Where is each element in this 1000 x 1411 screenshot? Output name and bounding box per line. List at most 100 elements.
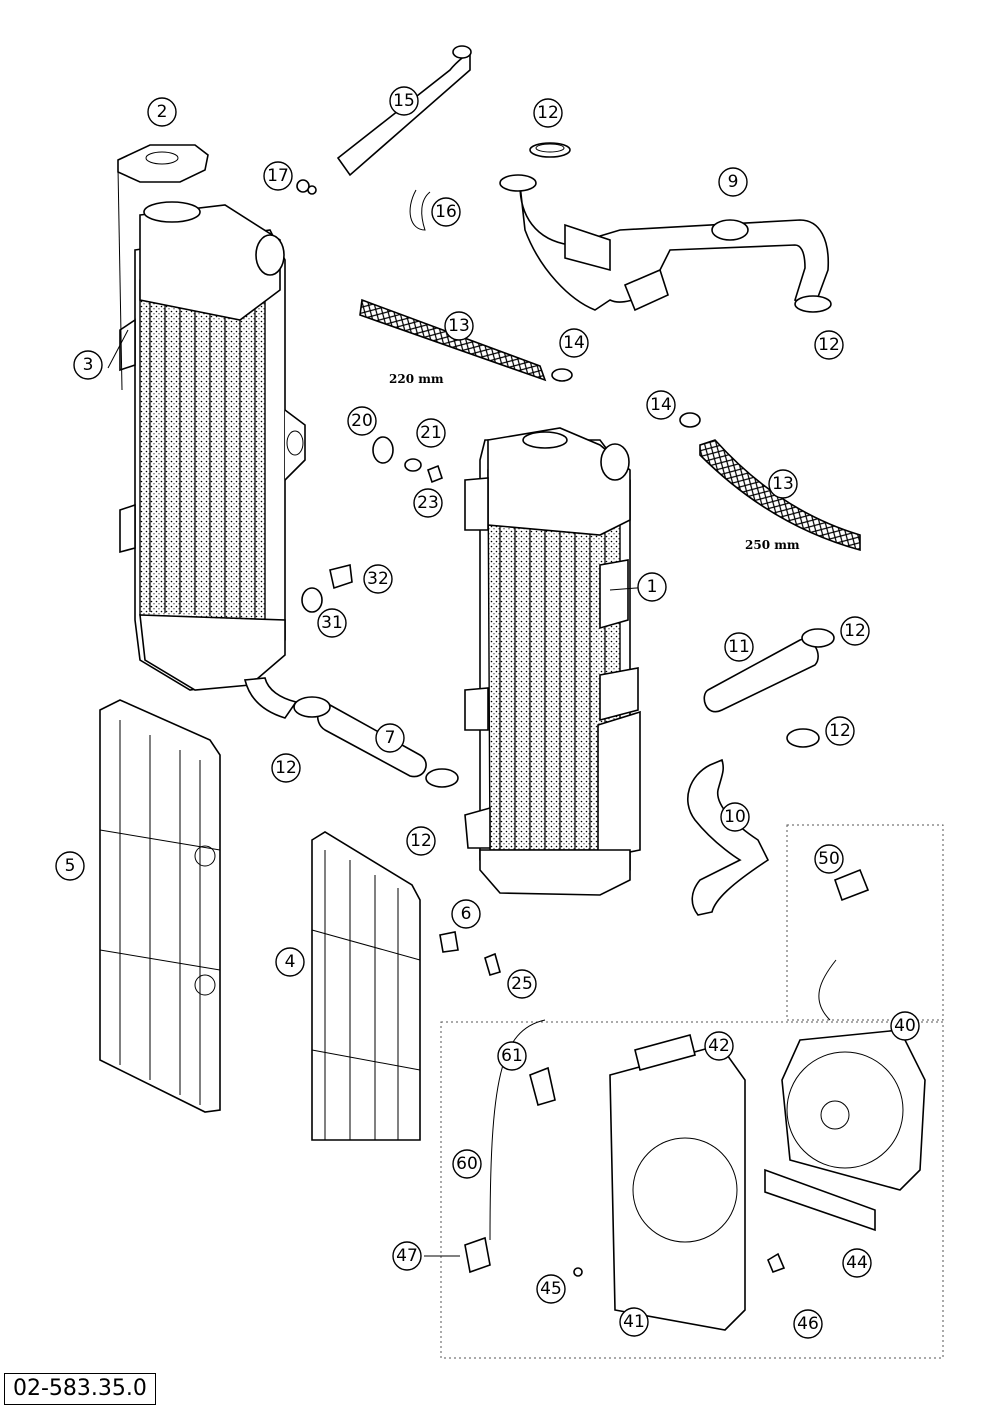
right-shroud [311, 831, 421, 1141]
callout-12-top: 12 [533, 98, 563, 128]
callout-2: 2 [147, 97, 177, 127]
callout-circle [704, 1031, 734, 1061]
callout-circle [507, 969, 537, 999]
callout-10: 10 [720, 802, 750, 832]
callout-circle [444, 311, 474, 341]
callout-circle [431, 197, 461, 227]
callout-label: 31 [321, 613, 343, 633]
hose-10 [686, 758, 770, 916]
callout-label: 12 [818, 335, 840, 355]
callout-17: 17 [263, 161, 293, 191]
callout-circle [413, 488, 443, 518]
callout-45: 45 [536, 1274, 566, 1304]
callout-label: 12 [410, 831, 432, 851]
callout-circle [452, 1149, 482, 1179]
callout-circle [317, 608, 347, 638]
callout-label: 23 [417, 493, 439, 513]
callout-42: 42 [704, 1031, 734, 1061]
callout-circle [275, 947, 305, 977]
drawing-number: 02-583.35.0 [4, 1373, 156, 1405]
callout-50: 50 [814, 844, 844, 874]
callout-25: 25 [507, 969, 537, 999]
callout-label: 46 [797, 1314, 819, 1334]
callout-13-right: 13 [768, 469, 798, 499]
callout-12-hose-10: 12 [825, 716, 855, 746]
callout-label: 6 [461, 904, 472, 924]
callout-label: 25 [511, 974, 533, 994]
callout-label: 5 [65, 856, 76, 876]
callout-label: 11 [728, 637, 750, 657]
callout-61: 61 [497, 1041, 527, 1071]
callout-21: 21 [416, 418, 446, 448]
small-parts [296, 179, 870, 976]
callout-circle [389, 86, 419, 116]
callout-label: 14 [650, 395, 672, 415]
callout-circle [619, 1307, 649, 1337]
callout-label: 10 [724, 807, 746, 827]
hose-clamps [293, 142, 835, 788]
callout-20: 20 [347, 406, 377, 436]
callout-circle [392, 1241, 422, 1271]
left-shroud [99, 699, 221, 1113]
callout-circle [536, 1274, 566, 1304]
callout-label: 41 [623, 1312, 645, 1332]
callout-circle [375, 723, 405, 753]
callout-label: 47 [396, 1246, 418, 1266]
cooling-fan [781, 959, 926, 1191]
callout-15: 15 [389, 86, 419, 116]
callout-14-left: 14 [559, 328, 589, 358]
breather-hose-250 [699, 439, 861, 552]
callout-circle [347, 406, 377, 436]
callout-circle [825, 716, 855, 746]
callout-5: 5 [55, 851, 85, 881]
fan-wiring [464, 1019, 786, 1277]
callout-circle [768, 469, 798, 499]
callout-16: 16 [431, 197, 461, 227]
fan-bracket-44 [764, 1168, 876, 1232]
callout-13-left: 13 [444, 311, 474, 341]
callout-11: 11 [724, 632, 754, 662]
callout-label: 61 [501, 1046, 523, 1066]
fan-kit-outline [786, 824, 944, 1021]
left-radiator [119, 201, 306, 719]
callout-circle [814, 844, 844, 874]
callout-label: 50 [818, 849, 840, 869]
callout-circle [271, 753, 301, 783]
callout-circle [363, 564, 393, 594]
callout-circle [263, 161, 293, 191]
callout-6: 6 [451, 899, 481, 929]
callout-label: 2 [157, 102, 168, 122]
callout-label: 13 [448, 316, 470, 336]
callout-32: 32 [363, 564, 393, 594]
callout-1: 1 [637, 572, 667, 602]
callout-12-hose-7: 12 [406, 826, 436, 856]
callout-46: 46 [793, 1309, 823, 1339]
callout-circle [718, 167, 748, 197]
hose-11 [703, 638, 819, 713]
callout-circle [646, 390, 676, 420]
callout-circle [842, 1248, 872, 1278]
callout-9: 9 [718, 167, 748, 197]
callout-label: 17 [267, 166, 289, 186]
y-hose [499, 174, 830, 312]
callout-label: 13 [772, 474, 794, 494]
callout-circle [416, 418, 446, 448]
callout-44: 44 [842, 1248, 872, 1278]
callout-circle [55, 851, 85, 881]
callout-31: 31 [317, 608, 347, 638]
callout-circle [720, 802, 750, 832]
callout-circle [147, 97, 177, 127]
callout-label: 12 [275, 758, 297, 778]
callout-label: 12 [829, 721, 851, 741]
callout-label: 40 [894, 1016, 916, 1036]
callout-label: 1 [647, 577, 658, 597]
breather-hose-220 [359, 298, 547, 382]
callout-circle [840, 616, 870, 646]
callout-label: 32 [367, 569, 389, 589]
callout-circle [406, 826, 436, 856]
callout-circle [559, 328, 589, 358]
callout-circle [451, 899, 481, 929]
callout-label: 45 [540, 1279, 562, 1299]
callout-60: 60 [452, 1149, 482, 1179]
callout-circle [637, 572, 667, 602]
